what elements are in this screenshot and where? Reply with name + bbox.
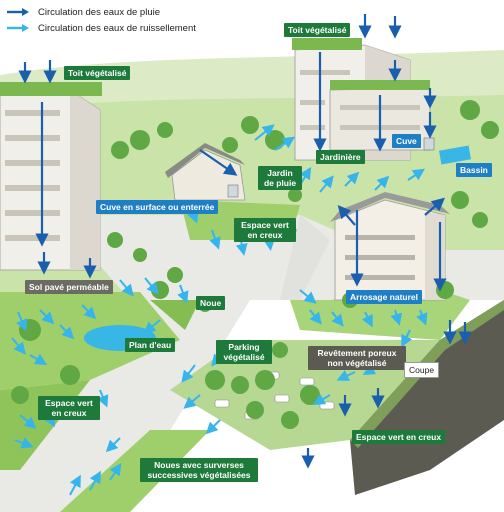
legend: Circulation des eaux de pluie Circulatio… [6,4,236,44]
ground-section [350,300,504,495]
tank-cuve [423,137,435,151]
label-bassin: Bassin [456,163,492,177]
label-arrosage: Arrosage naturel [346,290,423,304]
label-toit-gauche: Toit végétalisé [64,66,131,80]
label-noue: Noue [196,296,226,310]
road-diagonal [0,300,250,512]
label-cuve-surface: Cuve en surface ou enterrée [96,200,219,214]
label-espace-vert-bas: Espace vert en creux [352,430,446,444]
legend-rain-label: Circulation des eaux de pluie [38,6,160,18]
label-espace-gauche-line1: Espace vert [45,398,93,408]
house [165,143,246,201]
label-espace-vert-haut: Espace vert en creux [234,218,296,242]
label-coupe: Coupe [404,362,440,378]
label-revetement: Revêtement poreux non végétalisé [308,346,406,370]
runoff-arrow-icon [7,24,29,32]
tower-left [0,82,102,271]
label-jardiniere: Jardinière [316,150,365,164]
label-espace-haut-line1: Espace vert [241,220,289,230]
rain-flow-arrows [18,14,472,469]
label-parking: Parking végétalisé [216,340,272,364]
label-noues-surverses: Noues avec surverses successives végétal… [140,458,258,482]
label-revetement-line2: non végétalisé [327,358,387,368]
label-jardin-line2: de pluie [263,178,297,188]
section-top [350,300,504,448]
basin [439,145,471,165]
label-espace-haut-line2: en creux [247,230,283,240]
swale [150,300,200,330]
legend-rain: Circulation des eaux de pluie [6,4,160,20]
runoff-flow-arrows [11,124,428,496]
label-parking-line2: végétalisé [223,352,265,362]
legend-runoff: Circulation des eaux de ruissellement [6,20,196,36]
label-noues-line2: successives végétalisées [147,470,251,480]
label-jardin-de-pluie: Jardin de pluie [258,166,302,190]
grass-right [290,290,470,340]
label-sol-pave: Sol pavé perméable [25,280,113,294]
label-cuve: Cuve [392,134,421,148]
road-junction [280,215,330,300]
label-plan-eau: Plan d'eau [125,338,176,352]
legend-runoff-label: Circulation des eaux de ruissellement [38,22,196,34]
label-revetement-line1: Revêtement poreux [317,348,397,358]
rain-arrow-icon [7,8,29,16]
label-espace-vert-gauche: Espace vert en creux [38,396,100,420]
swales-strip [60,430,210,512]
label-toit-droite: Toit végétalisé [284,23,351,37]
label-parking-line1: Parking [228,342,260,352]
label-espace-gauche-line2: en creux [51,408,87,418]
label-jardin-line1: Jardin [267,168,293,178]
label-noues-line1: Noues avec surverses [154,460,244,470]
